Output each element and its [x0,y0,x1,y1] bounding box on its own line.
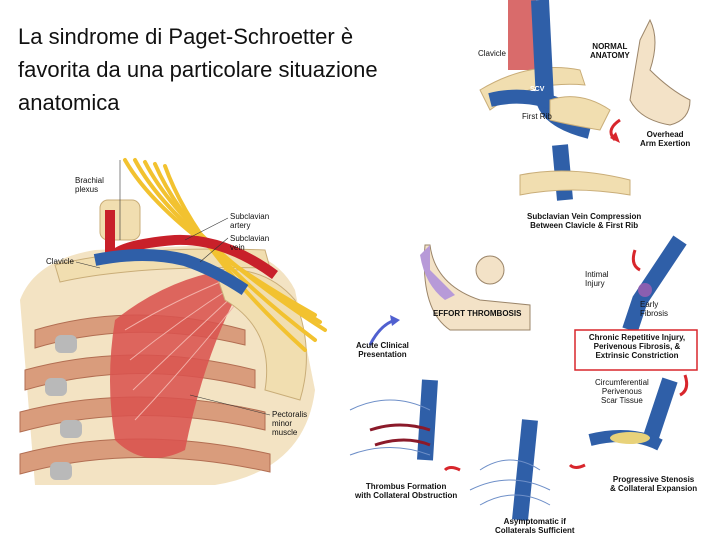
label-scv: SCV [530,86,544,93]
label-normal-anatomy: NORMAL ANATOMY [590,42,630,60]
label-effort-thrombosis: EFFORT THROMBOSIS [433,309,521,318]
label-asymptomatic: Asymptomatic if Collaterals Sufficient [495,517,575,535]
label-clavicle-right: Clavicle [478,49,506,58]
label-compression: Subclavian Vein Compression Between Clav… [527,212,641,230]
label-progressive-stenosis: Progressive Stenosis & Collateral Expans… [610,475,697,493]
label-overhead-arm-exertion: Overhead Arm Exertion [640,130,690,148]
label-ijv: IJV [566,50,577,57]
label-chronic-injury: Chronic Repetitive Injury, Perivenous Fi… [576,333,698,360]
effort-thrombosis-flow-diagram [330,0,709,541]
label-early-fibrosis: Early Fibrosis [640,300,668,318]
label-acute-presentation: Acute Clinical Presentation [356,341,409,359]
label-circumferential-scar: Circumferential Perivenous Scar Tissue [595,378,649,405]
label-thrombus-formation: Thrombus Formation with Collateral Obstr… [355,482,457,500]
label-first-rib: First Rib [522,112,552,121]
label-intimal-injury: Intimal Injury [585,270,609,288]
